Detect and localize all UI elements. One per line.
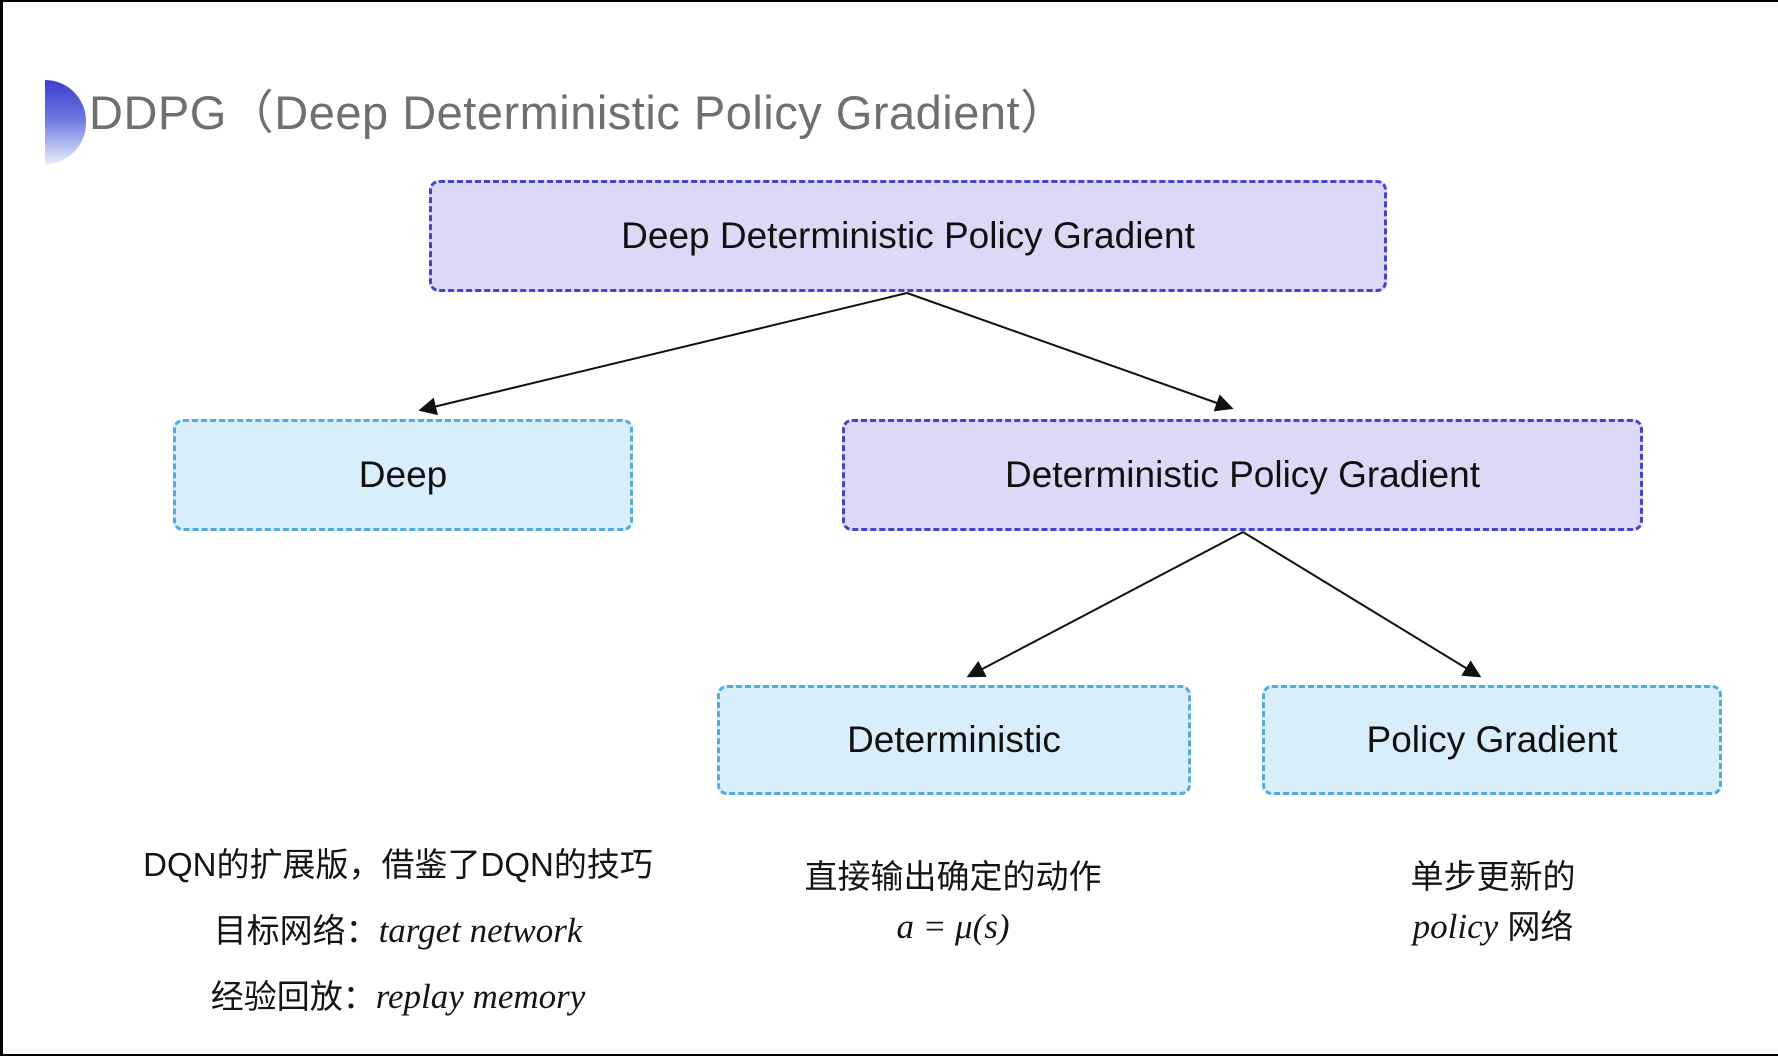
node-deep: Deep: [173, 419, 633, 531]
page-title: DDPG（Deep Deterministic Policy Gradient）: [89, 86, 1068, 139]
arrow-ddpg-to-dpg: [906, 292, 1234, 412]
arrow-dpg-to-policy-gradient: [1242, 531, 1482, 678]
node-deterministic: Deterministic: [717, 685, 1191, 795]
node-deterministic-policy-gradient: Deterministic Policy Gradient: [842, 419, 1643, 531]
note-deep-line3-value: replay memory: [375, 977, 586, 1016]
note-deep-line1: DQN的扩展版，借鉴了DQN的技巧: [143, 846, 653, 883]
arrow-dpg-to-deterministic: [966, 531, 1244, 678]
note-deep-line3-label: 经验回放：: [210, 978, 376, 1015]
node-deep-deterministic-policy-gradient: Deep Deterministic Policy Gradient: [429, 180, 1387, 292]
note-policy-network: 单步更新的 policy 网络: [1323, 852, 1663, 952]
note-deterministic-equation: a = μ(s): [896, 907, 1010, 946]
note-policy-line1: 单步更新的: [1410, 858, 1576, 895]
note-deterministic-line1: 直接输出确定的动作: [804, 858, 1102, 895]
note-deep-line3: 经验回放：replay memory: [103, 964, 693, 1030]
note-policy-line2-italic: policy: [1412, 907, 1499, 946]
note-deep-line2: 目标网络：target network: [103, 898, 693, 964]
arrow-ddpg-to-deep: [418, 292, 908, 416]
title-bullet-icon: [45, 80, 86, 164]
note-deep-line2-label: 目标网络：: [213, 912, 379, 949]
note-policy-line2: policy 网络: [1323, 902, 1663, 952]
note-deep-line2-value: target network: [378, 911, 583, 950]
node-policy-gradient: Policy Gradient: [1262, 685, 1722, 795]
note-deterministic-action: 直接输出确定的动作 a = μ(s): [783, 852, 1123, 952]
note-deep-dqn-extension: DQN的扩展版，借鉴了DQN的技巧 目标网络：target network 经验…: [103, 832, 693, 1030]
note-policy-line2-rest: 网络: [1498, 908, 1574, 945]
